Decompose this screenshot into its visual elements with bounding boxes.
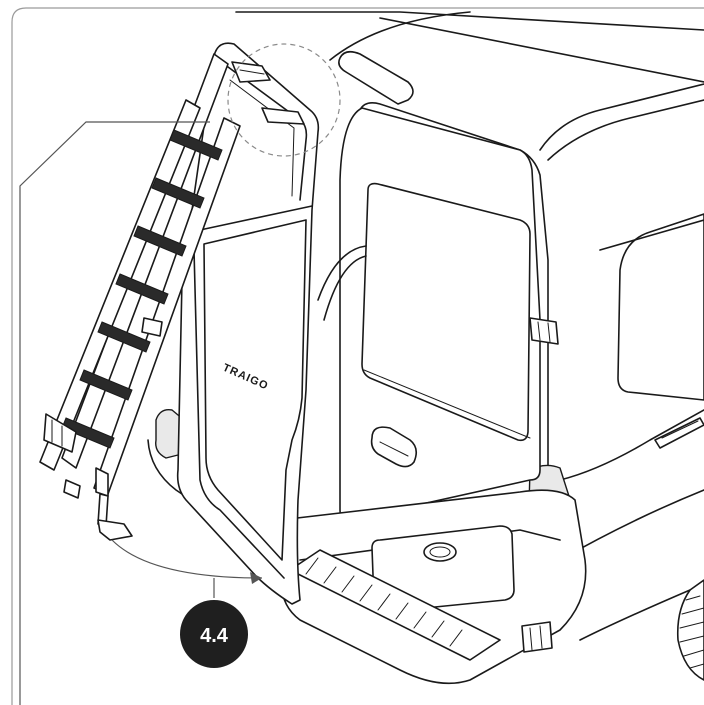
rear-step [289,549,501,661]
door-handle [370,426,418,468]
detail-highlight-circle [227,43,341,157]
ladder [39,53,305,541]
side-window [617,213,704,401]
tyre-tread [679,595,704,669]
callout-leader [19,121,210,705]
bumper-bracket [521,621,553,653]
ladder-hook [97,519,133,541]
left-bumper [147,439,291,571]
brake-light [338,50,414,105]
rear-tyre [676,579,704,681]
curved-arrow-icon [111,539,263,598]
step-treads [305,557,463,647]
door-inner-panel [203,219,307,561]
ladder-hinge-bracket [261,107,305,125]
side-marker [654,417,704,449]
lock-cylinder [423,542,457,562]
step-badge: 4.4 [180,600,248,668]
van-body [147,11,704,685]
ladder-rungs [61,129,223,449]
step-badge-label: 4.4 [200,625,229,647]
figure-frame [11,7,704,705]
door-hinge [529,317,559,345]
door-window [361,182,531,442]
